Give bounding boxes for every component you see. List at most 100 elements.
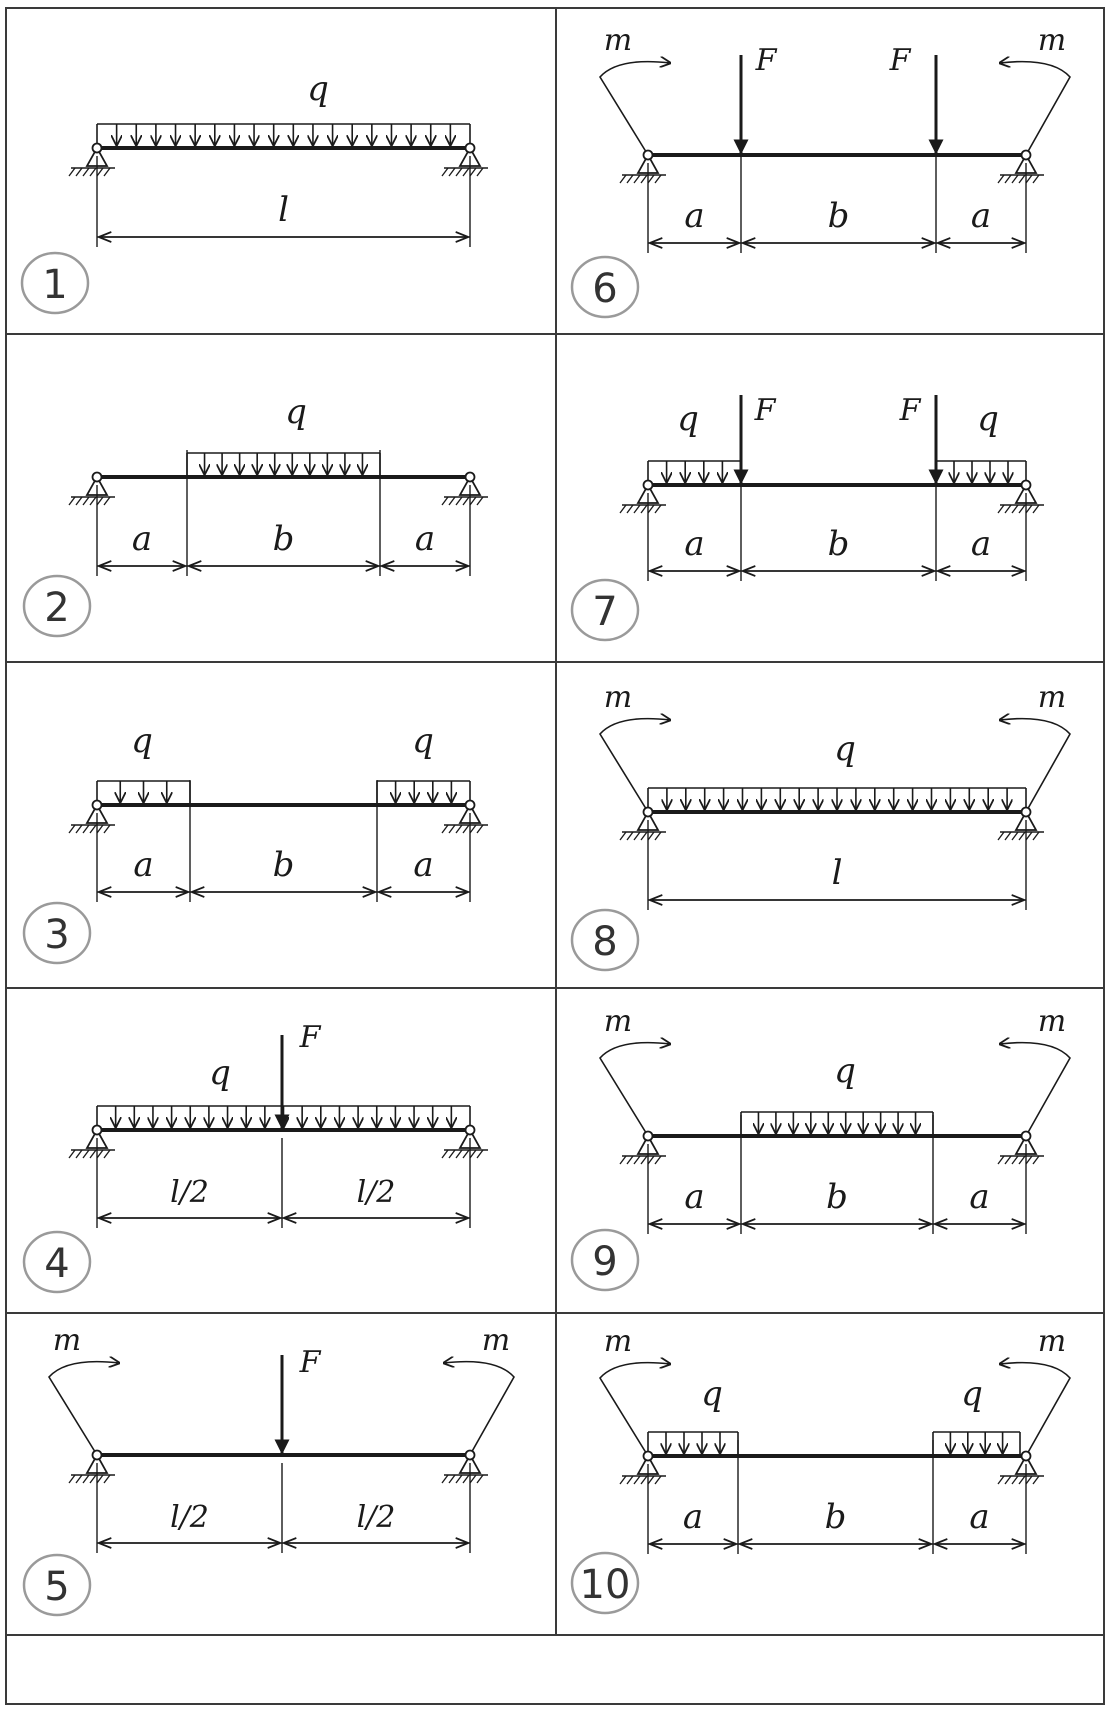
support-hatch <box>469 1149 477 1159</box>
support-hinge <box>464 142 476 154</box>
support-hatch <box>448 167 456 177</box>
support-hatch <box>1011 1155 1019 1165</box>
support-hinge <box>464 1124 476 1136</box>
support-hatch <box>1004 1155 1012 1165</box>
support-hatch <box>1011 1475 1019 1485</box>
support-hatch <box>455 167 463 177</box>
support-hinge <box>642 479 654 491</box>
scheme-number: 4 <box>44 1241 69 1287</box>
scheme-number-badge: 3 <box>22 901 92 965</box>
dimension-label: a <box>683 1497 703 1537</box>
support-hatch <box>75 496 83 506</box>
support-hatch <box>96 1474 104 1484</box>
support-hatch <box>462 1149 470 1159</box>
support-hinge <box>91 1449 103 1461</box>
support-hatch <box>455 1474 463 1484</box>
moment-label-m: m <box>604 1004 632 1039</box>
support-hatch <box>82 1474 90 1484</box>
support-hinge <box>1020 1450 1032 1462</box>
moment-arc <box>1000 62 1071 156</box>
support-hatch <box>1011 174 1019 184</box>
moment-left <box>599 62 670 156</box>
force-label-f: F <box>754 393 777 428</box>
dimension-label: l/2 <box>357 1500 396 1535</box>
support-hinge <box>464 799 476 811</box>
support-hatch <box>96 1149 104 1159</box>
dimension-label: a <box>969 1177 989 1217</box>
support-hatch <box>68 1149 76 1159</box>
dimension-label: a <box>971 524 991 564</box>
scheme-number: 10 <box>580 1562 631 1608</box>
support-hatch <box>469 496 477 506</box>
support-hatch <box>619 504 627 514</box>
pin-support <box>619 1130 666 1165</box>
moment-arc <box>1000 1363 1071 1457</box>
support-hatch <box>455 824 463 834</box>
support-hinge <box>1020 806 1032 818</box>
support-hatch <box>82 1149 90 1159</box>
support-hatch <box>626 504 634 514</box>
dimension-label: a <box>684 196 704 236</box>
scheme-number-badge: 1 <box>20 251 90 315</box>
support-hatch <box>441 496 449 506</box>
moment-left <box>599 1043 670 1137</box>
load-label-q: q <box>285 392 307 432</box>
force-label-f: F <box>299 1020 322 1055</box>
badge-circle <box>22 1553 92 1617</box>
dimension-label: b <box>825 1497 847 1537</box>
support-hatch <box>633 1155 641 1165</box>
pin-support <box>619 806 666 841</box>
dimension-line: l <box>647 820 1027 910</box>
load-label-q: q <box>412 721 434 761</box>
support-hatch <box>68 167 76 177</box>
moment-label-m: m <box>1038 1324 1066 1359</box>
support-hatch <box>1032 174 1040 184</box>
support-hatch <box>640 831 648 841</box>
support-hatch <box>619 1475 627 1485</box>
support-hatch <box>997 1475 1005 1485</box>
support-hatch <box>640 504 648 514</box>
support-hatch <box>82 824 90 834</box>
support-hatch <box>619 831 627 841</box>
support-hatch <box>448 824 456 834</box>
support-hatch <box>1018 504 1026 514</box>
support-hatch <box>1032 1475 1040 1485</box>
scheme-number: 9 <box>592 1239 617 1285</box>
moment-arc <box>599 719 670 813</box>
load-label-q: q <box>307 69 329 109</box>
load-label-q: q <box>961 1374 983 1414</box>
support-hatch <box>1018 1475 1026 1485</box>
dimension-label: b <box>828 524 850 564</box>
dimension-label: b <box>273 519 295 559</box>
support-hatch <box>89 1149 97 1159</box>
support-hinge <box>464 471 476 483</box>
table-grid <box>5 7 1105 1705</box>
support-hatch <box>68 824 76 834</box>
support-hatch <box>619 174 627 184</box>
support-hatch <box>89 167 97 177</box>
support-hatch <box>654 174 662 184</box>
support-hatch <box>75 824 83 834</box>
support-hatch <box>89 824 97 834</box>
dimension-label: l/2 <box>170 1500 209 1535</box>
support-hatch <box>633 831 641 841</box>
badge-circle <box>570 1228 640 1292</box>
scheme-number-badge: 6 <box>570 255 640 319</box>
force-label-f: F <box>899 393 922 428</box>
support-hatch <box>448 496 456 506</box>
support-hatch <box>654 504 662 514</box>
support-hinge <box>91 1124 103 1136</box>
distributed-load <box>647 1431 739 1454</box>
scheme-number: 5 <box>44 1564 69 1610</box>
support-hinge <box>1020 479 1032 491</box>
support-hinge <box>642 806 654 818</box>
support-hatch <box>640 1155 648 1165</box>
support-hinge <box>464 1449 476 1461</box>
distributed-load <box>740 1111 934 1134</box>
support-hatch <box>654 831 662 841</box>
support-hatch <box>89 496 97 506</box>
